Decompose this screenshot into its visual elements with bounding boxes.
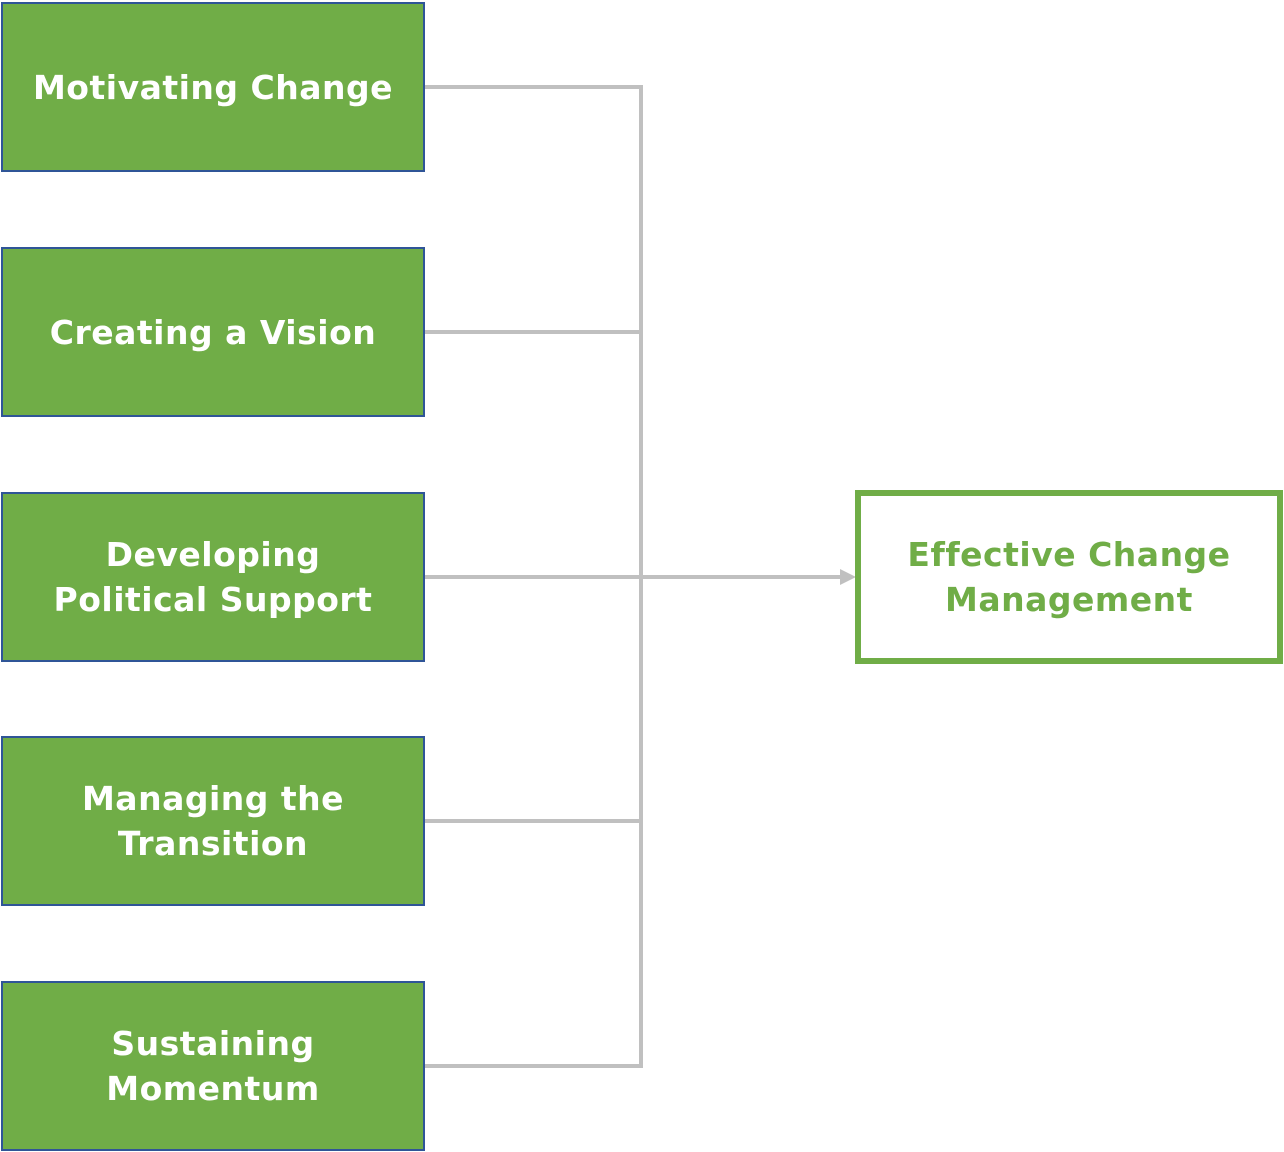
factor-sustaining-momentum: Sustaining Momentum (1, 981, 425, 1151)
factor-label: Sustaining Momentum (106, 1024, 320, 1108)
factor-developing-political-support: Developing Political Support (1, 492, 425, 662)
factor-label: Managing the Transition (81, 779, 345, 863)
factor-label: Developing Political Support (53, 535, 373, 619)
arrowhead-icon (840, 569, 856, 585)
factor-managing-the-transition: Managing the Transition (1, 736, 425, 906)
factor-creating-a-vision: Creating a Vision (1, 247, 425, 417)
factor-label: Motivating Change (32, 67, 394, 107)
factor-label: Creating a Vision (49, 312, 377, 352)
outcome-effective-change-management: Effective Change Management (855, 490, 1283, 664)
outcome-label: Effective Change Management (907, 535, 1231, 619)
factor-motivating-change: Motivating Change (1, 2, 425, 172)
